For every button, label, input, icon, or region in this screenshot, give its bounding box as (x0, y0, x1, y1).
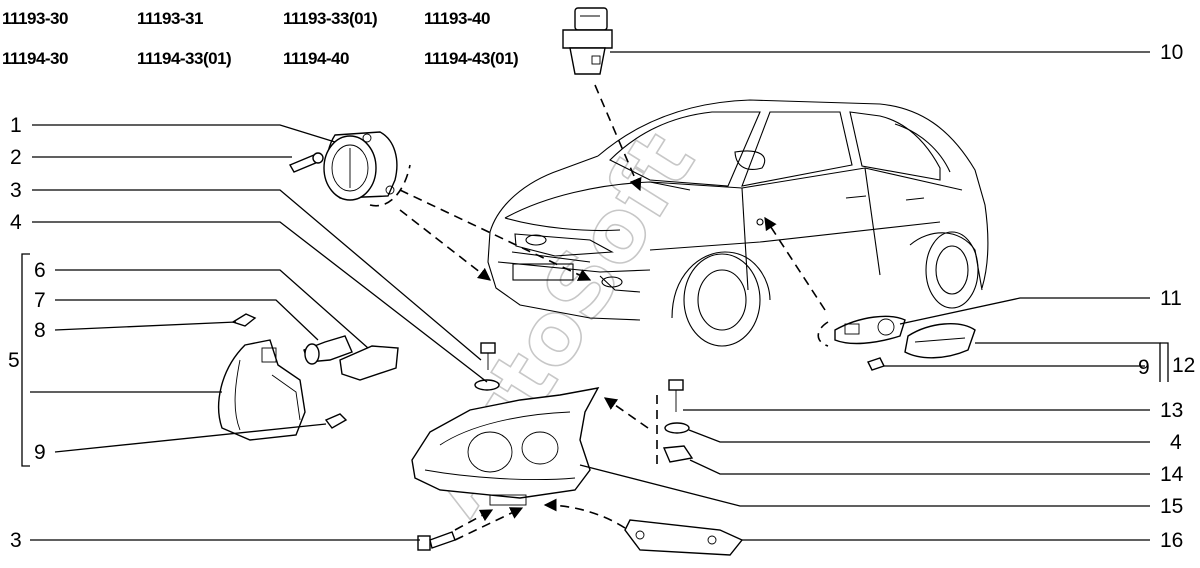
part-4-washer-right (664, 422, 690, 434)
callout-16: 16 (1160, 529, 1183, 552)
part-12-side-repeater (904, 323, 976, 359)
part-2-screw (288, 152, 324, 173)
model-11193-40: 11193-40 (424, 9, 490, 28)
part-10-switch (562, 7, 613, 75)
model-11194-30: 11194-30 (2, 49, 68, 68)
callout-13: 13 (1160, 399, 1183, 422)
part-4-washer-left (474, 379, 500, 391)
part-1-fog-lamp (323, 131, 398, 201)
callout-7: 7 (34, 289, 46, 312)
callout-12: 12 (1172, 354, 1195, 377)
part-5-headlamp-housing (218, 339, 306, 441)
callout-4-right: 4 (1170, 431, 1182, 454)
callout-1: 1 (10, 114, 22, 137)
part-3-bolt-top (480, 342, 496, 370)
callout-5: 5 (8, 349, 20, 372)
model-11194-33-01: 11194-33(01) (137, 49, 231, 68)
callout-6: 6 (34, 259, 46, 282)
part-7-bulb (303, 335, 353, 365)
part-13-bolt (668, 379, 684, 412)
model-11194-40: 11194-40 (283, 49, 349, 68)
main-headlamp (411, 387, 600, 506)
fog-lamp-group-arc (369, 164, 411, 207)
repeater-arc (817, 321, 829, 347)
callout-14: 14 (1160, 463, 1184, 486)
model-11193-30: 11193-30 (2, 9, 68, 28)
model-11194-43-01: 11194-43(01) (424, 49, 518, 68)
callout-2: 2 (10, 146, 22, 169)
callouts-right: 10 11 12 9 13 4 14 15 16 (1138, 41, 1195, 552)
callouts-left: 1 2 3 4 6 7 8 5 9 3 (8, 114, 46, 552)
part-3-bolt-bottom (417, 531, 456, 551)
model-11193-31: 11193-31 (137, 9, 203, 28)
part-9-repeater-bulb (867, 357, 885, 371)
leader-lines (21, 51, 1169, 541)
part-9-bulb (324, 413, 348, 429)
part-6-bulb-socket (339, 345, 399, 381)
callout-4-left: 4 (10, 211, 22, 234)
part-11-repeater-gasket (834, 315, 906, 345)
part-16-bracket (624, 519, 744, 556)
model-list: 11193-30 11193-31 11193-33(01) 11193-40 … (2, 9, 519, 68)
car-illustration (487, 99, 989, 347)
assembly-arrows (399, 84, 826, 541)
model-11193-33-01: 11193-33(01) (283, 9, 377, 28)
callout-11: 11 (1160, 287, 1182, 310)
callout-8: 8 (34, 319, 46, 342)
callout-3-bottom: 3 (10, 529, 22, 552)
callout-10: 10 (1160, 41, 1183, 64)
callout-9-left: 9 (34, 441, 46, 464)
part-14-clip (662, 445, 694, 463)
part-8-bulb (231, 313, 257, 327)
callout-3-top: 3 (10, 179, 22, 202)
callout-9-right: 9 (1138, 356, 1150, 379)
callout-15: 15 (1160, 495, 1183, 518)
